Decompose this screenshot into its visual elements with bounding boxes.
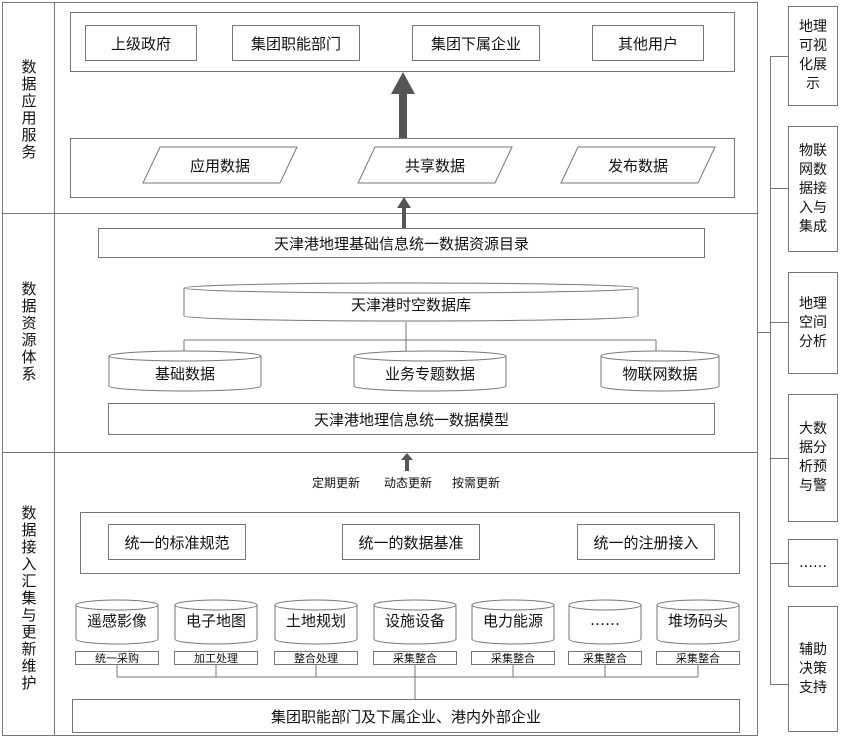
process-label: 采集整合	[373, 651, 457, 665]
up-arrow-small	[397, 197, 411, 229]
user-box: 其他用户	[592, 25, 704, 61]
source-connectors	[116, 665, 699, 699]
data-type-parallelogram: 共享数据	[357, 146, 513, 184]
sidebar-vertical-line	[770, 56, 771, 684]
spatiotemporal-database: 天津港时空数据库	[183, 282, 639, 322]
sidebar-connector	[770, 684, 788, 685]
sidebar-item-label: 辅助决策支持	[799, 641, 827, 696]
section-divider-2	[2, 452, 758, 453]
sidebar-item: 大数据分析预与警	[788, 394, 838, 522]
sub-database: 业务专题数据	[353, 350, 507, 392]
sidebar-item-label: 物联网数据接入与集成	[799, 142, 827, 235]
sidebar-horizontal-link	[758, 332, 770, 333]
sidebar-item: 地理可视化展示	[788, 6, 838, 106]
sidebar-item-label: 地理可视化展示	[799, 19, 827, 92]
source-label: 设施设备	[384, 611, 445, 630]
label-column-divider	[54, 2, 55, 736]
process-label: 采集整合	[471, 651, 555, 665]
source-label: 遥感影像	[86, 611, 147, 630]
section-label-app: 数据应用服务	[19, 59, 38, 161]
data-type-label: 共享数据	[404, 156, 465, 175]
section-label-collect: 数据接入汇集与更新维护	[19, 504, 38, 692]
update-mode: 定期更新	[312, 476, 361, 490]
source-label: ……	[590, 611, 620, 629]
sub-database-label: 业务专题数据	[384, 364, 475, 383]
sidebar-item: 地理空间分析	[788, 272, 838, 374]
standard-box: 统一的标准规范	[108, 524, 246, 560]
resource-catalog: 天津港地理基础信息统一数据资源目录	[98, 228, 705, 258]
sidebar-item-label: ……	[799, 554, 827, 571]
sub-database-label: 基础数据	[154, 364, 215, 383]
sub-database: 物联网数据	[600, 350, 720, 392]
up-arrow-small	[401, 453, 413, 471]
section-divider-1	[2, 213, 758, 214]
data-type-parallelogram: 发布数据	[560, 146, 716, 184]
source-database: 遥感影像	[75, 599, 159, 645]
spatiotemporal-database-label: 天津港时空数据库	[350, 295, 471, 314]
source-label: 电力能源	[482, 611, 543, 630]
standards-container	[80, 512, 740, 574]
source-database: 土地规划	[274, 599, 358, 645]
source-label: 堆场码头	[667, 611, 728, 630]
process-label: 采集整合	[656, 651, 740, 665]
data-type-label: 应用数据	[189, 156, 250, 175]
update-mode: 动态更新	[384, 476, 433, 490]
users-container	[70, 12, 735, 72]
standard-box: 统一的数据基准	[342, 524, 480, 560]
source-database: 电力能源	[471, 599, 555, 645]
sidebar-item: 辅助决策支持	[788, 606, 838, 732]
sub-database-label: 物联网数据	[622, 364, 698, 383]
sidebar-connector	[770, 563, 788, 564]
sidebar-item-label: 地理空间分析	[799, 295, 827, 350]
bottom-source: 集团职能部门及下属企业、港内外部企业	[72, 699, 740, 733]
sidebar-item: ……	[788, 539, 838, 587]
user-box: 集团职能部门	[232, 25, 360, 61]
user-box: 上级政府	[85, 25, 197, 61]
standard-box: 统一的注册接入	[577, 524, 715, 560]
source-label: 电子地图	[185, 611, 246, 630]
sidebar-connector	[770, 322, 788, 323]
sidebar-connector	[770, 188, 788, 189]
data-model: 天津港地理信息统一数据模型	[108, 403, 715, 435]
sidebar-connector	[770, 458, 788, 459]
user-box: 集团下属企业	[412, 25, 540, 61]
main-frame	[2, 2, 758, 736]
source-database: ……	[568, 599, 642, 645]
sidebar-item-label: 大数据分析预与警	[799, 421, 827, 494]
process-label: 整合处理	[274, 651, 358, 665]
process-label: 加工处理	[174, 651, 258, 665]
source-label: 土地规划	[285, 611, 346, 630]
update-mode: 按需更新	[452, 476, 501, 490]
source-database: 设施设备	[373, 599, 457, 645]
source-database: 堆场码头	[656, 599, 740, 645]
data-type-parallelogram: 应用数据	[142, 146, 298, 184]
sidebar-item: 物联网数据接入与集成	[788, 126, 838, 252]
up-arrow-large	[391, 72, 415, 138]
source-database: 电子地图	[174, 599, 258, 645]
sub-database: 基础数据	[108, 350, 262, 392]
data-type-label: 发布数据	[607, 156, 668, 175]
process-label: 采集整合	[568, 651, 642, 665]
section-label-resource: 数据资源体系	[19, 281, 38, 383]
sidebar-connector	[770, 56, 788, 57]
process-label: 统一采购	[75, 651, 159, 665]
data-types-container	[70, 138, 735, 198]
